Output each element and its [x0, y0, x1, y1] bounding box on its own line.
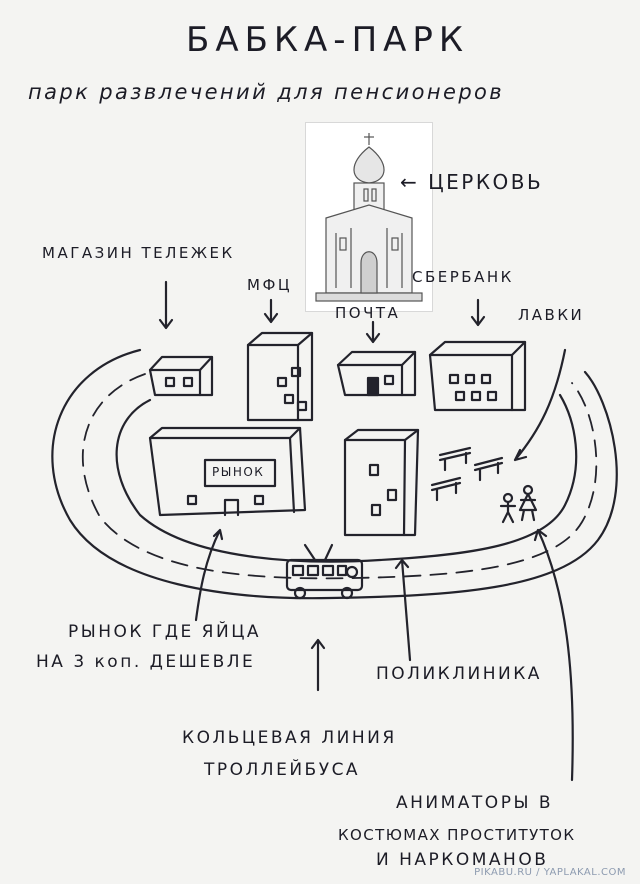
animators-caption-line2: КОСТЮМАХ ПРОСТИТУТОК: [338, 826, 576, 844]
sberbank-building: [428, 340, 527, 412]
ring-road-outer: [51, 348, 618, 600]
clinic-building: [343, 428, 420, 537]
market-sign: РЫНОК: [212, 465, 265, 479]
animator-figures: [499, 484, 538, 524]
ring-road-inner: [115, 393, 578, 563]
animators-caption-line3: И НАРКОМАНОВ: [376, 850, 549, 870]
trolley-caption-line2: ТРОЛЛЕЙБУСА: [204, 760, 361, 780]
watermark: PIKABU.RU / YAPLAKAL.COM: [474, 867, 626, 878]
church-illustration: [315, 133, 423, 302]
cart-shop-label: МАГАЗИН ТЕЛЕЖЕК: [42, 244, 235, 262]
sberbank-label: СБЕРБАНК: [412, 268, 514, 286]
clinic-caption: ПОЛИКЛИНИКА: [376, 664, 542, 684]
post-label: ПОЧТА: [335, 304, 401, 322]
market-caption-line1: РЫНОК ГДЕ ЯЙЦА: [68, 622, 262, 642]
benches-label: ЛАВКИ: [518, 306, 585, 324]
trolley-caption-line1: КОЛЬЦЕВАЯ ЛИНИЯ: [182, 728, 397, 748]
page-title: БАБКА-ПАРК: [186, 20, 470, 60]
mfc-building: [246, 331, 314, 422]
church-image: [305, 122, 433, 312]
ring-road-centerline: [81, 373, 598, 580]
market-building: [148, 426, 307, 517]
mfc-label: МФЦ: [247, 276, 292, 294]
pointer-arrows: [158, 280, 574, 782]
post-building: [336, 350, 417, 397]
animators-caption-line1: АНИМАТОРЫ В: [396, 793, 554, 813]
benches: [430, 446, 504, 502]
market-caption-line2: НА 3 коп. ДЕШЕВЛЕ: [36, 652, 256, 672]
trolleybus: [285, 543, 364, 600]
page-subtitle: парк развлечений для пенсионеров: [28, 80, 505, 104]
cart-shop-building: [148, 355, 214, 397]
church-label: ← ЦЕРКОВЬ: [400, 170, 544, 194]
